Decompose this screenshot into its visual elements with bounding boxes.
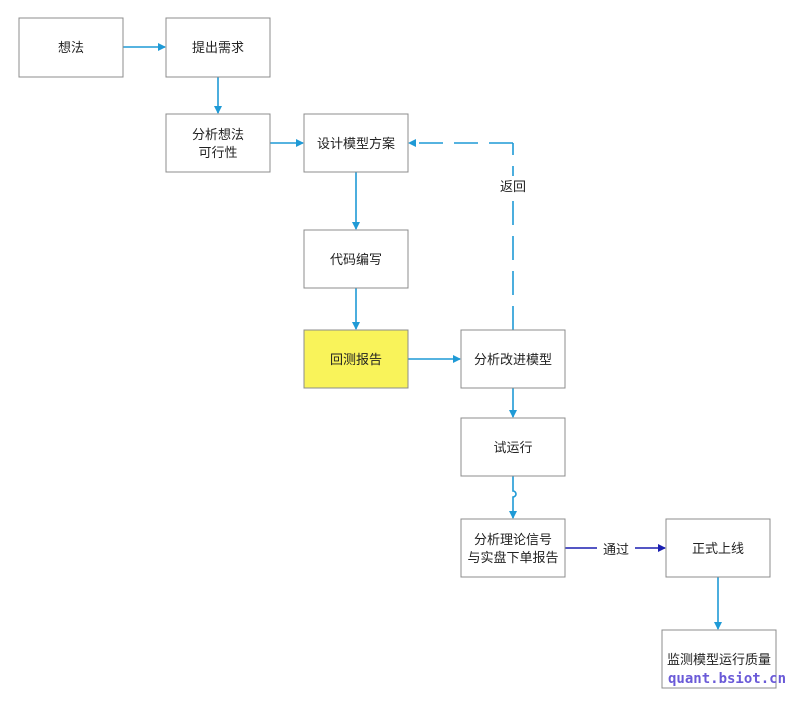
node-trial-label: 试运行 <box>493 441 532 456</box>
node-idea-label: 想法 <box>58 40 84 56</box>
node-design: 设计模型方案 <box>303 113 409 173</box>
edge-label-pass: 通过 <box>603 543 629 558</box>
node-coding-label: 代码编写 <box>330 253 382 268</box>
node-improve: 分析改进模型 <box>460 329 566 389</box>
node-feasibility: 分析想法 可行性 <box>165 113 271 173</box>
node-idea: 想法 <box>18 17 124 78</box>
node-requirements-label: 提出需求 <box>192 40 244 56</box>
node-monitor: 监测模型运行质量 <box>661 629 777 689</box>
node-design-label: 设计模型方案 <box>317 136 395 152</box>
node-monitor-label: 监测模型运行质量 <box>667 653 771 668</box>
node-analysis: 分析理论信号 与实盘下单报告 <box>460 518 566 578</box>
return-label-background <box>496 176 530 196</box>
watermark-text: quant.bsiot.cn <box>668 671 787 687</box>
node-analysis-label-line2: 与实盘下单报告 <box>467 550 558 566</box>
pass-label-background <box>597 539 635 559</box>
edge-trial-to-analysis <box>509 476 517 519</box>
node-feasibility-label-line1: 分析想法 <box>192 127 244 143</box>
node-launch: 正式上线 <box>665 518 771 578</box>
node-trial: 试运行 <box>460 417 566 477</box>
node-launch-label: 正式上线 <box>692 542 744 557</box>
node-feasibility-label-line2: 可行性 <box>198 146 237 161</box>
node-improve-label: 分析改进模型 <box>474 353 552 368</box>
node-analysis-label-line1: 分析理论信号 <box>474 533 552 548</box>
edge-label-return: 返回 <box>500 180 526 195</box>
node-requirements: 提出需求 <box>165 17 271 78</box>
node-backtest-label: 回测报告 <box>330 353 382 368</box>
node-backtest: 回测报告 <box>303 329 409 389</box>
node-coding: 代码编写 <box>303 229 409 289</box>
